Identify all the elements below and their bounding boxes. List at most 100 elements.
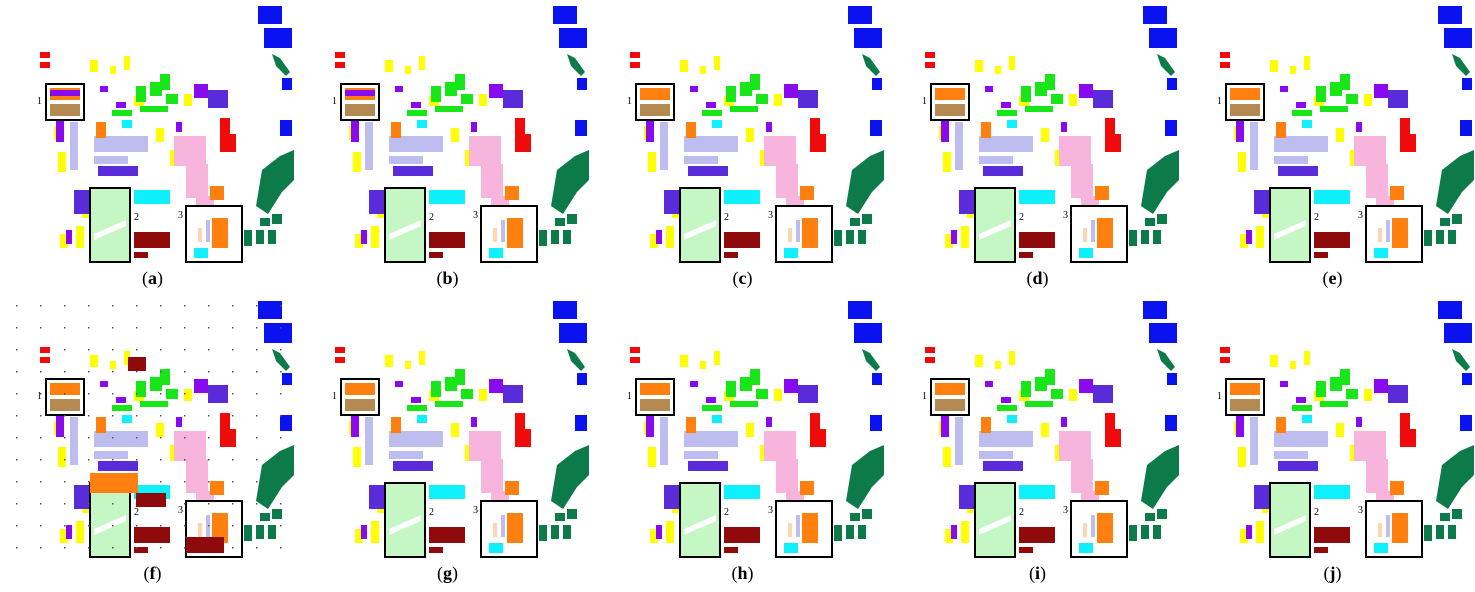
noise-dot: [64, 525, 66, 527]
purple-region: [361, 525, 367, 539]
noise-dot: [64, 305, 66, 307]
noise-dot: [184, 459, 186, 461]
yellow-region: [666, 521, 674, 543]
dark-green-region: [272, 54, 290, 76]
lavender-region: [1274, 451, 1308, 459]
lavender-region: [94, 431, 148, 447]
yellow-region: [961, 521, 969, 543]
dark-red-region: [186, 537, 224, 553]
dark-green-region: [1157, 509, 1167, 519]
green-region: [166, 94, 178, 104]
purple-region: [766, 122, 772, 132]
noise-dot: [232, 525, 234, 527]
orange-region: [1276, 122, 1286, 138]
purple-region: [411, 102, 421, 108]
yellow-region: [90, 60, 98, 72]
dark-green-region: [244, 230, 252, 246]
green-region: [1292, 405, 1312, 411]
noise-dot: [88, 437, 90, 439]
purple-region: [345, 90, 375, 96]
green-region: [445, 82, 457, 96]
panel-label: i: [1034, 563, 1040, 583]
road-strip: [979, 515, 1011, 535]
noise-dot: [160, 525, 162, 527]
noise-dot: [16, 525, 18, 527]
blue-region: [1462, 373, 1472, 385]
pink-region: [764, 431, 796, 461]
green-region: [756, 389, 768, 399]
noise-dot: [112, 371, 114, 373]
purple-region: [1061, 417, 1067, 427]
blue-region: [1438, 301, 1462, 319]
orange-region: [686, 417, 696, 433]
green-region: [1316, 381, 1326, 397]
dark-red-region: [1314, 252, 1328, 258]
yellow-region: [648, 447, 656, 467]
orange-region: [90, 473, 138, 493]
box-3-frame: [775, 500, 833, 558]
orange-region: [391, 417, 401, 433]
yellow-region: [975, 60, 983, 72]
panel-caption: (j): [1323, 563, 1342, 583]
red-region: [220, 118, 236, 152]
dark-red-region: [429, 252, 443, 258]
cyan-region: [1374, 248, 1388, 258]
blue-region: [1165, 415, 1177, 431]
blue-region: [577, 78, 587, 90]
lavender-region: [660, 417, 668, 465]
purple-region: [985, 381, 993, 387]
dark-red-region: [724, 527, 760, 543]
red-region: [335, 347, 345, 353]
blue-region: [577, 373, 587, 385]
indigo-region: [1093, 385, 1113, 403]
box-number-2: 2: [724, 212, 729, 223]
cyan-region: [1302, 415, 1312, 423]
box-number-1: 1: [1217, 391, 1222, 402]
dark-green-region: [1141, 230, 1149, 244]
noise-dot: [232, 503, 234, 505]
green-region: [1051, 389, 1063, 399]
box-number-2: 2: [1019, 507, 1024, 518]
noise-dot: [256, 503, 258, 505]
panel-caption: (c): [732, 268, 753, 288]
panel-caption: (g): [437, 563, 458, 583]
yellow-region: [355, 234, 363, 248]
noise-dot: [256, 393, 258, 395]
blue-region: [575, 120, 587, 136]
indigo-region: [664, 485, 682, 509]
dark-green-region: [268, 525, 276, 539]
purple-region: [656, 525, 662, 539]
cyan-region: [712, 415, 722, 423]
dark-green-region: [272, 509, 282, 519]
dark-red-region: [724, 547, 738, 553]
dark-red-region: [134, 232, 170, 248]
dark-green-region: [862, 214, 872, 224]
noise-dot: [160, 371, 162, 373]
yellow-region: [419, 56, 425, 70]
green-region: [140, 401, 168, 407]
green-region: [1346, 389, 1358, 399]
green-region: [1340, 369, 1350, 385]
dark-green-region: [1157, 349, 1175, 371]
noise-dot: [64, 481, 66, 483]
yellow-region: [1270, 60, 1278, 72]
red-region: [1400, 118, 1416, 152]
blue-region: [1143, 301, 1167, 319]
noise-dot: [208, 415, 210, 417]
purple-region: [100, 86, 108, 92]
noise-dot: [280, 415, 282, 417]
dark-green-region: [1145, 218, 1155, 226]
blue-region: [258, 6, 282, 24]
noise-dot: [280, 547, 282, 549]
lavender-region: [70, 122, 78, 170]
panel-caption: (a): [142, 268, 163, 288]
noise-dot: [136, 437, 138, 439]
peach-region: [493, 228, 497, 242]
lavender-region: [1250, 122, 1258, 170]
purple-region: [784, 379, 798, 393]
indigo-region: [74, 485, 92, 509]
lavender-region: [501, 515, 505, 537]
noise-dot: [40, 503, 42, 505]
purple-region: [66, 525, 72, 539]
